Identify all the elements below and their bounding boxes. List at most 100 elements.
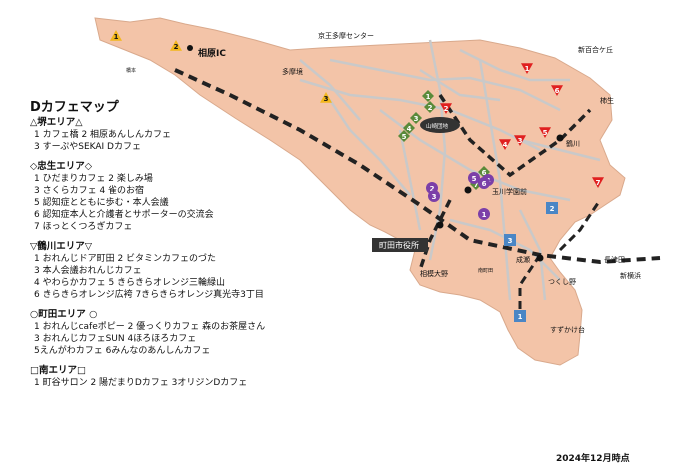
cafe-marker-circle-5: 5 [468, 172, 480, 184]
cafe-marker-tri-down-7: 7 [592, 177, 604, 188]
legend-section-heading: □南エリア□ [30, 365, 86, 376]
cafe-marker-tri-down-5: 5 [539, 127, 551, 138]
label-kakio: 柿生 [600, 96, 614, 105]
cafe-marker-number: 2 [550, 205, 555, 213]
legend-item: 3 さくらカフェ 4 雀のお宿 [34, 186, 145, 196]
label-minami-machida: 南町田 [478, 267, 493, 274]
legend-item: 1 おれんじドア町田 2 ビタミンカフェのづた [34, 254, 217, 264]
cafe-marker-diamond-1: 1 [422, 90, 434, 102]
cafe-marker-number: 7 [596, 179, 601, 187]
label-naruse: 成瀬 [516, 255, 530, 264]
cafe-marker-diamond-3: 3 [410, 112, 422, 124]
cafe-marker-circle-6: 6 [478, 177, 490, 189]
cafe-marker-tri-up-2: 2 [170, 40, 182, 51]
legend-title: Dカフェマップ [30, 100, 119, 115]
legend-item: 5えんがわカフェ 6みんなのあんしんカフェ [34, 346, 211, 356]
cafe-marker-number: 2 [444, 105, 449, 113]
cafe-marker-number: 2 [430, 185, 435, 193]
legend-section-heading: ○町田エリア ○ [30, 309, 98, 320]
legend-item: 4 やわらかカフェ 5 きらきらオレンジ三輪緑山 [34, 278, 226, 288]
cafe-marker-number: 1 [518, 313, 523, 321]
legend-item: 7 ほっとくつろぎカフェ [34, 222, 133, 232]
cafe-marker-number: 1 [525, 65, 530, 73]
cafe-marker-number: 4 [407, 125, 412, 133]
cafe-marker-number: 5 [402, 133, 407, 141]
cafe-marker-number: 3 [508, 237, 513, 245]
machida-city-area [94, 17, 626, 366]
cafe-marker-tri-down-2: 2 [440, 103, 452, 114]
cafe-marker-number: 5 [472, 175, 477, 183]
cafe-marker-number: 3 [324, 95, 329, 103]
yamazaki-badge [420, 117, 460, 133]
label-hashimoto: 橋本 [126, 67, 136, 74]
label-sagami-ono: 相模大野 [420, 269, 448, 278]
rail-lines [174, 68, 661, 320]
legend-section-heading: ▽鶴川エリア▽ [30, 241, 93, 252]
cafe-marker-number: 6 [482, 169, 487, 177]
label-tsukushino: つくし野 [548, 278, 576, 286]
station-icon [436, 221, 444, 229]
cafe-markers: 12312345671234567123456123 [110, 30, 604, 322]
label-nagatsuta: 長津田 [604, 256, 625, 264]
legend: Dカフェマップ △堺エリア△ 1 カフェ橋 2 相原あんしんカフェ 3 すーぷやSE… [30, 96, 330, 389]
cafe-marker-number: 2 [174, 43, 179, 51]
legend-item: 3 すーぷやSEKAI Dカフェ [34, 142, 141, 152]
place-labels: 相原IC 京王多摩センター 新百合ケ丘 多摩境 鶴川 柿生 玉川学園前 成瀬 相… [126, 31, 641, 334]
cafe-marker-square-3: 3 [504, 234, 516, 246]
cafe-marker-number: 4 [503, 141, 508, 149]
city-hall-badge [372, 238, 428, 252]
cafe-marker-square-2: 2 [546, 202, 558, 214]
cafe-marker-number: 7 [474, 181, 479, 189]
cafe-marker-tri-down-4: 4 [499, 139, 511, 150]
legend-item: 1 おれんじcafeポピー 2 優っくりカフェ 森のお茶屋さん [34, 322, 266, 332]
cafe-marker-number: 6 [482, 180, 487, 188]
legend-item: 6 認知症本人と介護者とサポーターの交流会 [34, 210, 214, 220]
label-tamagawa-gakuen: 玉川学園前 [492, 187, 527, 196]
legend-item: 1 カフェ橋 2 相原あんしんカフェ [34, 130, 172, 140]
label-aihara-ic: 相原IC [198, 47, 226, 59]
station-icon [464, 186, 472, 194]
cafe-marker-diamond-5: 5 [398, 130, 410, 142]
legend-section-heading: △堺エリア△ [30, 117, 83, 128]
cafe-marker-tri-up-1: 1 [110, 30, 122, 41]
cafe-marker-number: 5 [543, 129, 548, 137]
stations [187, 45, 564, 322]
station-icon [187, 45, 193, 51]
cafe-marker-tri-down-1: 1 [521, 63, 533, 74]
legend-item: 1 町谷サロン 2 陽だまりDカフェ 3オリジンDカフェ [34, 378, 248, 388]
label-keio-tama: 京王多摩センター [318, 31, 374, 40]
station-icon [556, 134, 564, 142]
legend-section-heading: ◇忠生エリア◇ [30, 161, 93, 172]
label-shin-yokohama: 新横浜 [620, 271, 641, 280]
cafe-marker-number: 1 [114, 33, 119, 41]
cafe-marker-diamond-2: 2 [424, 101, 436, 113]
cafe-marker-number: 3 [414, 115, 419, 123]
cafe-marker-square-1: 1 [514, 310, 526, 322]
label-tsurukawa: 鶴川 [566, 139, 580, 148]
label-tamasakai: 多摩境 [282, 67, 303, 76]
legend-item: 3 本人会議おれんじカフェ [34, 266, 142, 276]
cafe-marker-number: 1 [482, 211, 487, 219]
cafe-marker-number: 3 [518, 137, 523, 145]
cafe-marker-diamond-4: 4 [403, 122, 415, 134]
cafe-marker-tri-down-3: 3 [514, 135, 526, 146]
label-suzukakedai: すずかけ台 [550, 325, 585, 334]
station-icon [536, 254, 544, 262]
date-note: 2024年12月時点 [556, 454, 630, 464]
cafe-marker-circle-1: 1 [478, 208, 490, 220]
cafe-marker-number: 1 [426, 93, 431, 101]
cafe-marker-tri-down-6: 6 [551, 85, 563, 96]
cafe-marker-number: 2 [428, 104, 433, 112]
legend-item: 5 認知症とともに歩む・本人会議 [34, 198, 169, 208]
legend-item: 1 ひだまりカフェ 2 楽しみ場 [34, 174, 153, 184]
legend-body: △堺エリア△ 1 カフェ橋 2 相原あんしんカフェ 3 すーぷやSEKAI Dカフェ… [30, 117, 330, 389]
label-city-hall: 町田市役所 [379, 240, 419, 250]
cafe-marker-number: 6 [555, 87, 560, 95]
label-yamazaki: 山崎団地 [426, 122, 449, 130]
cafe-marker-circle-3: 3 [428, 190, 440, 202]
cafe-marker-tri-up-3: 3 [320, 92, 332, 103]
legend-item: 3 おれんじカフェSUN 4ほろほろカフェ [34, 334, 197, 344]
label-shin-yurigaoka: 新百合ケ丘 [578, 45, 613, 54]
cafe-marker-number: 3 [432, 193, 437, 201]
